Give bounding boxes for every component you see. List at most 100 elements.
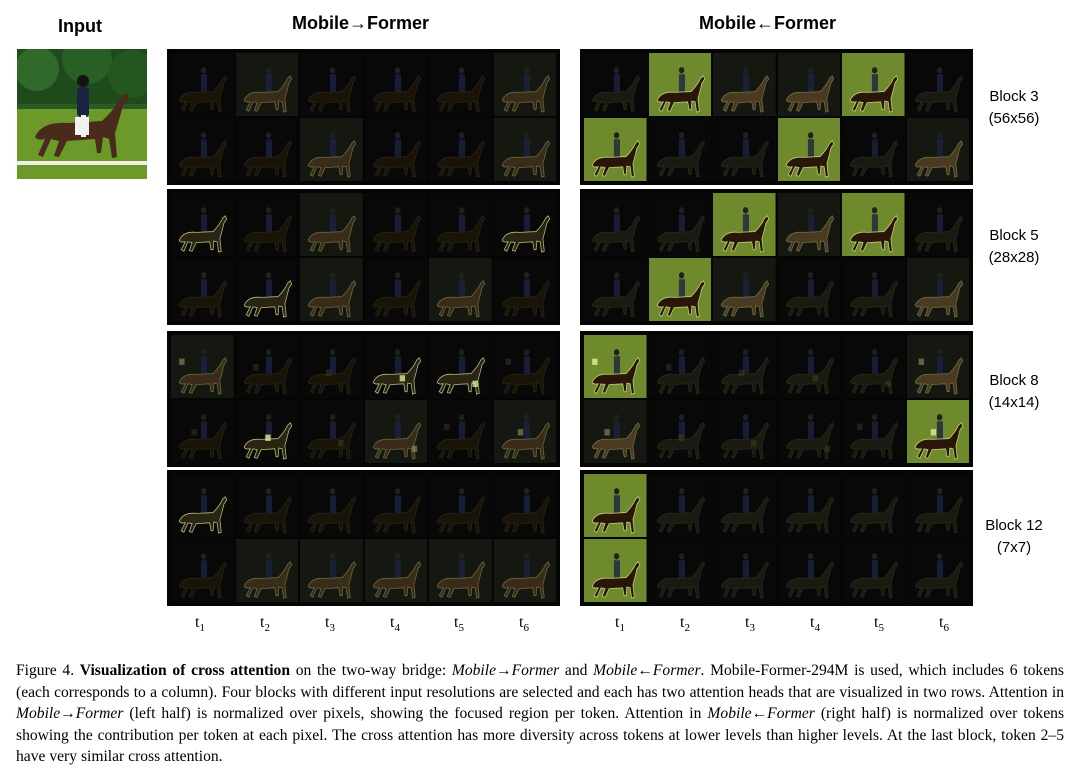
f2m-block5-panel (580, 189, 973, 325)
mobile-from-former-header: Mobile←Former (699, 13, 837, 33)
token-index: 6 (943, 622, 949, 635)
attention-map-thumbnail (235, 53, 298, 116)
attention-map-thumbnail (777, 53, 840, 116)
attention-map-thumbnail (777, 193, 840, 256)
token-label-right-6: t6 (929, 614, 959, 634)
attention-map-thumbnail (584, 53, 647, 116)
block-resolution: (7x7) (996, 539, 1032, 556)
token-index: 2 (264, 622, 270, 635)
attention-map-thumbnail (584, 400, 647, 463)
block-label-3: Block 3 (56x56) (969, 86, 1059, 130)
attention-map-thumbnail (429, 474, 492, 537)
attention-map-thumbnail (235, 193, 298, 256)
attention-map-thumbnail (429, 193, 492, 256)
attention-map-thumbnail (906, 400, 969, 463)
attention-map-thumbnail (713, 539, 776, 602)
attention-map-thumbnail (235, 118, 298, 181)
f2m-block12-panel (580, 470, 973, 606)
attention-map-thumbnail (300, 539, 363, 602)
caption-figure-number: Figure 4. (16, 662, 75, 679)
caption-term: Mobile→Former (16, 705, 124, 722)
token-index: 1 (199, 622, 205, 635)
attention-map-thumbnail (235, 539, 298, 602)
caption-term: Mobile→Former (451, 662, 560, 679)
token-label-right-5: t5 (864, 614, 894, 634)
token-letter: t (260, 614, 265, 631)
attention-map-thumbnail (300, 400, 363, 463)
token-letter: t (195, 614, 200, 631)
attention-map-thumbnail (648, 335, 711, 398)
attention-map-thumbnail (364, 193, 427, 256)
block-name: Block 3 (989, 88, 1039, 105)
attention-map-thumbnail (235, 258, 298, 321)
attention-map-thumbnail (648, 53, 711, 116)
m2f-block5-panel (167, 189, 560, 325)
attention-map-thumbnail (777, 539, 840, 602)
caption-title: Visualization of cross attention (79, 662, 291, 679)
token-label-left-1: t1 (185, 614, 215, 634)
token-letter: t (939, 614, 944, 631)
attention-map-thumbnail (906, 258, 969, 321)
token-letter: t (519, 614, 524, 631)
attention-map-thumbnail (842, 258, 905, 321)
attention-map-thumbnail (429, 258, 492, 321)
attention-map-thumbnail (713, 335, 776, 398)
attention-map-thumbnail (235, 400, 298, 463)
caption-text: (left half) is normalized over pixels, s… (123, 705, 708, 722)
attention-map-thumbnail (906, 539, 969, 602)
attention-map-thumbnail (171, 335, 234, 398)
attention-map-thumbnail (713, 400, 776, 463)
m2f-block8-panel (167, 331, 560, 467)
attention-map-thumbnail (842, 539, 905, 602)
token-label-right-4: t4 (800, 614, 830, 634)
token-letter: t (390, 614, 395, 631)
attention-map-thumbnail (493, 258, 556, 321)
m2f-block12-panel (167, 470, 560, 606)
token-label-left-3: t3 (315, 614, 345, 634)
token-index: 1 (619, 622, 625, 635)
attention-map-thumbnail (648, 193, 711, 256)
attention-map-thumbnail (842, 53, 905, 116)
figure-caption: Figure 4. Visualization of cross attenti… (16, 660, 1064, 768)
attention-map-thumbnail (493, 335, 556, 398)
token-letter: t (810, 614, 815, 631)
block-resolution: (56x56) (988, 110, 1040, 127)
attention-map-thumbnail (777, 474, 840, 537)
attention-map-thumbnail (171, 400, 234, 463)
attention-map-thumbnail (300, 53, 363, 116)
token-label-left-4: t4 (380, 614, 410, 634)
attention-map-thumbnail (364, 258, 427, 321)
attention-map-thumbnail (906, 193, 969, 256)
attention-map-thumbnail (713, 193, 776, 256)
caption-text: and (559, 662, 594, 679)
attention-map-thumbnail (648, 539, 711, 602)
attention-map-thumbnail (777, 335, 840, 398)
attention-map-thumbnail (648, 400, 711, 463)
attention-map-thumbnail (493, 539, 556, 602)
block-name: Block 12 (985, 517, 1043, 534)
attention-map-thumbnail (906, 335, 969, 398)
token-label-left-5: t5 (444, 614, 474, 634)
f2m-block3-panel (580, 49, 973, 185)
attention-map-thumbnail (842, 335, 905, 398)
input-image (17, 49, 147, 179)
attention-map-thumbnail (493, 474, 556, 537)
token-letter: t (615, 614, 620, 631)
attention-map-thumbnail (300, 118, 363, 181)
token-index: 3 (749, 622, 755, 635)
token-label-left-6: t6 (509, 614, 539, 634)
attention-map-thumbnail (300, 193, 363, 256)
token-index: 4 (394, 622, 400, 635)
attention-map-thumbnail (906, 53, 969, 116)
block-resolution: (14x14) (988, 394, 1040, 411)
token-index: 2 (684, 622, 690, 635)
attention-map-thumbnail (584, 118, 647, 181)
attention-map-thumbnail (584, 474, 647, 537)
token-index: 5 (878, 622, 884, 635)
attention-map-thumbnail (713, 258, 776, 321)
attention-map-thumbnail (777, 258, 840, 321)
f2m-block8-panel (580, 331, 973, 467)
attention-map-thumbnail (235, 474, 298, 537)
attention-map-thumbnail (713, 53, 776, 116)
attention-map-thumbnail (493, 53, 556, 116)
